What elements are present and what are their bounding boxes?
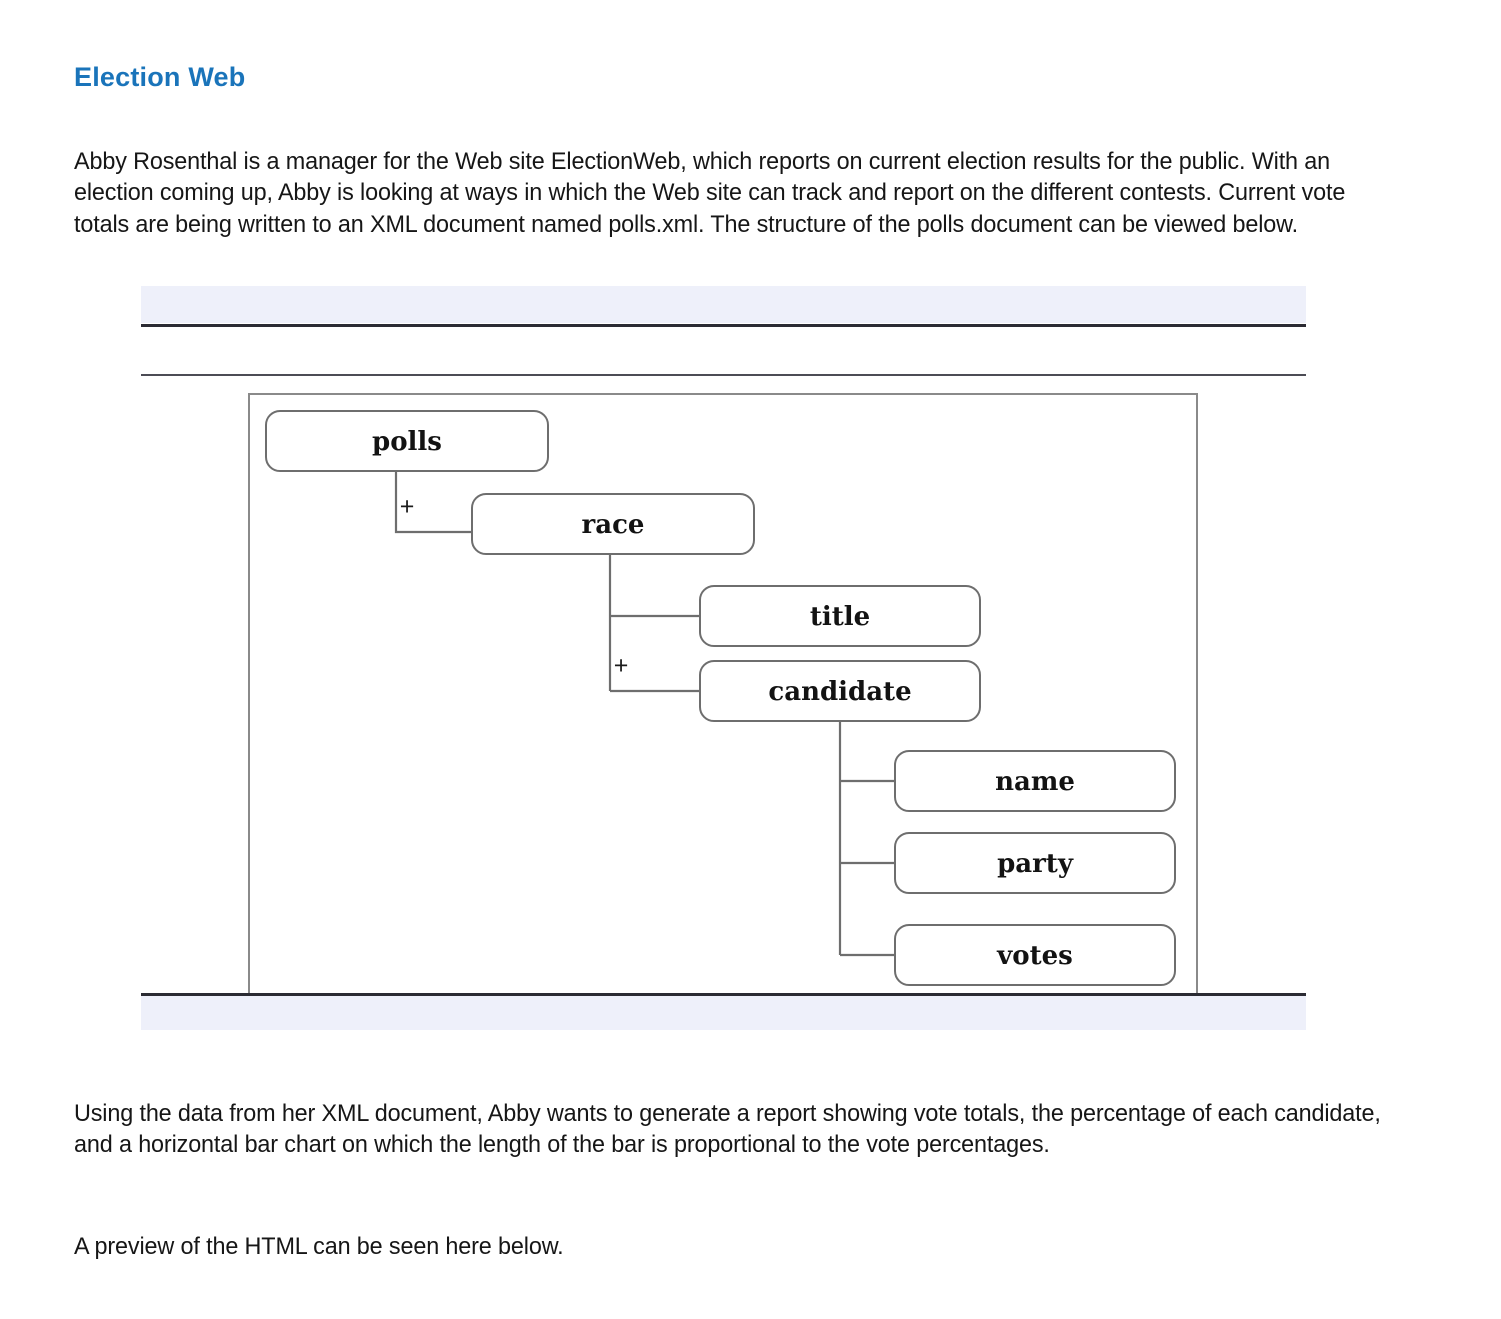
xml-structure-figure: + + polls race title candidate nam [141, 286, 1306, 1030]
node-race-label: race [582, 510, 645, 540]
occurrence-marker-race: + [400, 493, 415, 521]
figure-rule-bottom [141, 993, 1306, 996]
preview-paragraph: A preview of the HTML can be seen here b… [74, 1232, 564, 1260]
report-paragraph: Using the data from her XML document, Ab… [74, 1099, 1381, 1159]
node-polls-label: polls [372, 427, 442, 457]
figure-bottom-band [141, 996, 1306, 1030]
node-candidate-box [699, 660, 981, 722]
node-votes[interactable]: votes [894, 924, 1176, 986]
node-name[interactable]: name [894, 750, 1176, 812]
node-race[interactable]: race [471, 493, 755, 555]
node-votes-box [894, 924, 1176, 986]
figure-top-band [141, 286, 1306, 323]
node-title-box [699, 585, 981, 647]
connector-polls-race [394, 471, 472, 534]
node-party[interactable]: party [894, 832, 1176, 894]
node-title-label: title [810, 602, 870, 632]
node-polls[interactable]: polls [265, 410, 549, 472]
node-polls-box [265, 410, 549, 472]
page-title: Election Web [74, 62, 246, 93]
node-title[interactable]: title [699, 585, 981, 647]
node-party-box [894, 832, 1176, 894]
node-race-box [471, 493, 755, 555]
occurrence-marker-candidate: + [614, 652, 629, 680]
intro-paragraph: Abby Rosenthal is a manager for the Web … [74, 147, 1346, 239]
xml-tree-diagram: + + polls race title candidate nam [265, 410, 1176, 986]
node-votes-label: votes [996, 941, 1073, 971]
diagram-container: + + polls race title candidate nam [248, 393, 1198, 995]
node-candidate[interactable]: candidate [699, 660, 981, 722]
figure-rule-middle [141, 374, 1306, 376]
node-candidate-label: candidate [768, 677, 911, 707]
node-name-label: name [995, 767, 1075, 797]
node-party-label: party [997, 849, 1074, 879]
figure-rule-top [141, 324, 1306, 327]
node-name-box [894, 750, 1176, 812]
